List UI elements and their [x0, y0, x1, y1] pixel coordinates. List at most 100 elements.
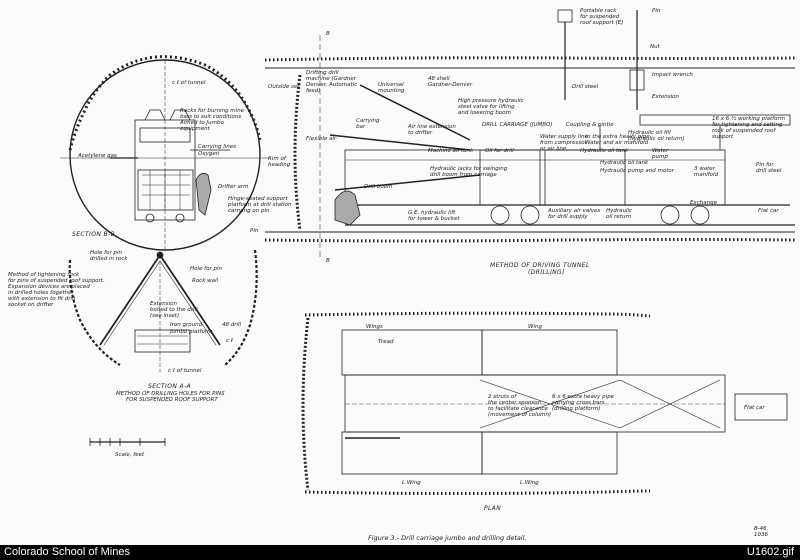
drilling-title-1: METHOD OF DRIVING TUNNEL — [490, 262, 590, 269]
stamp-2: 1036 — [754, 532, 768, 538]
hydraulic-fill-1: Hydraulic oil fill — [628, 130, 671, 136]
engineering-drawing: c ℓ of tunnel Racks for burning mine bar… — [8, 8, 796, 542]
portable-rack-3: roof support (E) — [580, 20, 623, 26]
plan-flat-car-label: Flat car — [744, 405, 765, 411]
upper-deck-bb — [139, 127, 191, 143]
wheel-bb-1 — [145, 213, 155, 223]
footer-bar: Colorado School of Mines U1602.gif — [0, 545, 800, 560]
water-note-1: Water supply line — [540, 134, 588, 140]
hole-for-pin-label-aa: Hole for pin — [190, 266, 222, 272]
oxygen-label: Oxygen — [198, 151, 220, 157]
b-mark-top: B — [326, 31, 330, 37]
hinge-note-1: Hinge-seated support — [228, 196, 288, 202]
method-note-3: Expansion devices are placed — [8, 284, 90, 290]
plan-top-rock — [304, 311, 651, 318]
rack-note-2: bars to suit conditions — [180, 114, 241, 120]
coupling-label: Coupling & pintle — [566, 122, 614, 128]
rim-2: heading — [268, 162, 291, 168]
wheel-4 — [690, 205, 710, 225]
plan-tread-label: Tread — [378, 339, 394, 345]
drilling-title-2: (DRILLING) — [528, 269, 565, 276]
stamp-1: B-46 — [754, 526, 767, 532]
plan-wing-bottom-2: L.Wing — [520, 480, 539, 486]
plan-note-6: carrying cross bars — [552, 400, 605, 406]
floor-rock-elevation — [264, 238, 796, 243]
method-note-1: Method of tightening rock — [8, 272, 80, 278]
worker-figure-bb — [195, 172, 212, 216]
scale-ticks — [89, 438, 166, 446]
plan-note-3: to facilitate clearance — [488, 406, 548, 412]
water-valve-1: 3 water — [694, 166, 716, 172]
extension-label-3: (see inset) — [150, 313, 179, 319]
working-platform — [639, 114, 791, 126]
section-aa-subtitle-1: METHOD OF DRILLING HOLES FOR PINS — [116, 391, 225, 397]
universal-mounting-1: Universal — [378, 82, 404, 88]
lower-boom — [334, 174, 481, 191]
plan-wings-label: Wings — [366, 324, 383, 330]
extension-label-1: Extension — [150, 301, 178, 307]
oil-note-1: Hydraulic jacks for swinging — [430, 166, 508, 172]
pin-for-drill-2: drill steel — [756, 168, 782, 174]
portable-rack-head — [557, 9, 573, 23]
plan-face — [301, 317, 310, 491]
wheel-3 — [660, 205, 680, 225]
hydraulic-res-2: oil return — [606, 214, 632, 220]
plan-note-5: 6 x 6 extra heavy pipe — [552, 394, 615, 400]
bb-tunnel-center-label: c ℓ of tunnel — [172, 80, 206, 86]
portable-rack-2: for suspended — [580, 14, 620, 20]
extension-arms-inner-aa — [103, 260, 217, 346]
plan-note-7: (drilling platform) — [552, 406, 600, 412]
impact-wrench-label: Impact wrench — [652, 72, 693, 78]
rack-note-3: Aimed to Jumbo — [179, 120, 224, 126]
upper-boom — [359, 84, 471, 141]
elevation-view: B B Pin Nut Impact wrench Portable rack … — [264, 8, 796, 276]
auxiliary-2: for drill supply — [548, 214, 588, 220]
acetylene-label: Acetylene gas — [77, 153, 117, 159]
water-valve-2: manifold — [694, 172, 719, 178]
drawing-sheet: c ℓ of tunnel Racks for burning mine bar… — [8, 8, 796, 542]
hydraulic-oil-label: Hydraulic oil tank — [580, 148, 629, 154]
hydraulic-lift-1: G.E. hydraulic lift — [408, 210, 456, 216]
wheel-1 — [490, 205, 510, 225]
rock-hatching-bb — [68, 55, 262, 151]
pump-label: Hydraulic pump and motor — [600, 168, 675, 174]
pump-area — [544, 149, 626, 206]
section-aa-title: SECTION A-A — [148, 383, 191, 390]
aa-tunnel-center-label: c ℓ of tunnel — [168, 368, 202, 374]
rim-1: Rim of — [268, 156, 287, 162]
outside-set-label: Outside set — [268, 84, 300, 90]
grid-bb — [142, 170, 190, 210]
rack-note-1: Racks for burning mine — [180, 108, 245, 114]
plan-flat-car — [734, 393, 788, 421]
middle-boom — [329, 134, 471, 151]
jumbo-platform-label: jumbo platform — [169, 329, 212, 335]
hydraulic-lift-2: for tower & bucket — [408, 216, 460, 222]
wheel-2 — [520, 205, 540, 225]
method-note-2: for pins of suspended roof support. — [8, 278, 105, 284]
footer-source: Colorado School of Mines — [4, 546, 130, 558]
method-note-4: in drilled holes together — [8, 290, 75, 296]
plan-bottom-rock — [304, 489, 651, 495]
drifter-note-3: Denver, Automatic — [306, 82, 357, 88]
plan-wing-top-right — [481, 329, 618, 376]
plan-title: PLAN — [484, 505, 501, 512]
plan-note-4: (movement of column) — [488, 412, 551, 418]
extension-label-2: bolted to the drill — [150, 307, 198, 313]
water-pump-1: Water — [652, 148, 669, 154]
scale-bar: Scale, feet — [89, 438, 166, 458]
drifter-note-2: machine (Gardner — [306, 76, 357, 82]
hole-48-label: 48 drill — [222, 322, 242, 328]
rock-wall-label: Rock wall — [192, 278, 219, 284]
hydraulic-res-1: Hydraulic — [606, 208, 632, 214]
section-bb-view: c ℓ of tunnel Racks for burning mine bar… — [60, 55, 292, 251]
drifter-note-1: Drifting drill — [306, 70, 339, 76]
plan-note-1: 2 struts of — [488, 394, 517, 400]
drifter-arm-label: Drifter arm — [218, 184, 249, 190]
rack-note-4: equipment — [180, 126, 211, 132]
platform-note-3: rock of suspended roof — [712, 128, 776, 134]
b-mark-bottom: B — [326, 258, 330, 264]
platform-grid-aa — [137, 335, 188, 345]
flat-car-label: Flat car — [758, 208, 779, 214]
worker-figure-elevation — [334, 190, 361, 226]
hydraulic-oil-2-label: Hydraulic oil tank — [600, 160, 649, 166]
